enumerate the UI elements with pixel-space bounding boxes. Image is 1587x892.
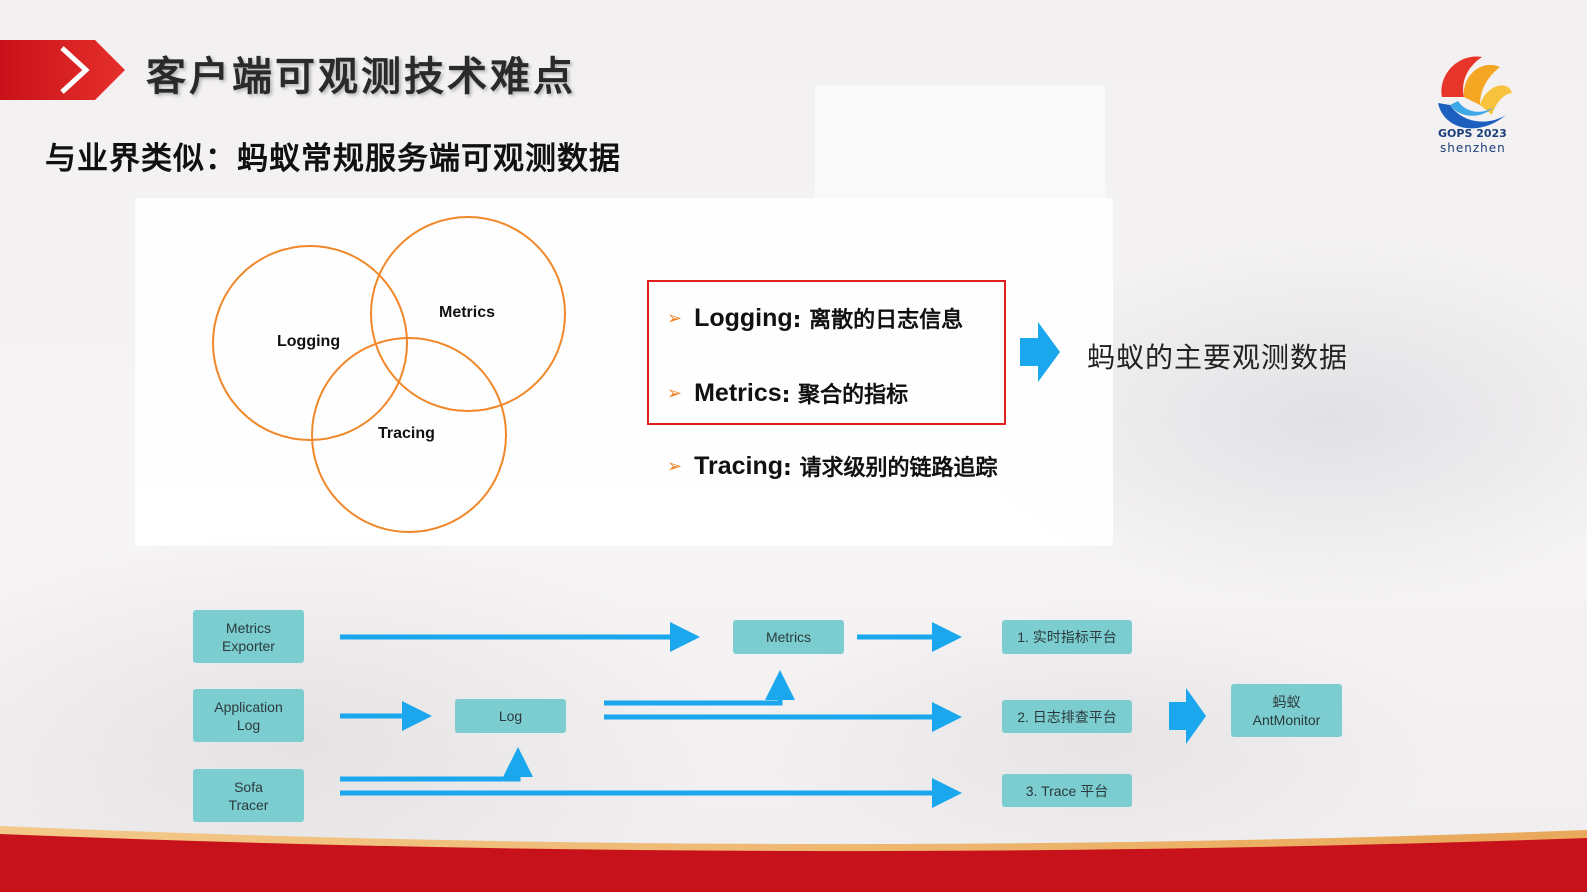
venn-label-tracing: Tracing [378, 425, 435, 442]
venn-label-logging: Logging [277, 333, 341, 350]
header-chevron-icon [0, 40, 125, 100]
bullet-desc: : 请求级别的链路追踪 [783, 456, 998, 481]
bullet-arrow-icon: ➢ [667, 307, 683, 329]
bullet-arrow-icon: ➢ [667, 382, 683, 404]
venn-circle-logging [212, 245, 408, 441]
bullet-metrics: ➢ Metrics : 聚合的指标 [667, 377, 908, 409]
venn-circle-tracing [311, 337, 507, 533]
box-platform-logs: 2. 日志排查平台 [1002, 700, 1132, 733]
box-platform-metrics: 1. 实时指标平台 [1002, 620, 1132, 654]
highlight-box [647, 280, 1006, 425]
logo-subtext: shenzhen [1440, 141, 1506, 155]
page-subtitle: 与业界类似：蚂蚁常规服务端可观测数据 [45, 141, 621, 177]
box-antmonitor: 蚂蚁 AntMonitor [1231, 684, 1342, 737]
venn-circles [212, 216, 566, 533]
bullet-logging: ➢ Logging : 离散的日志信息 [667, 302, 963, 334]
logo-text: GOPS 2023 [1438, 127, 1507, 140]
box-metrics: Metrics [733, 620, 844, 654]
bullet-term: Tracing [694, 451, 784, 480]
gops-logo-icon [1438, 56, 1512, 129]
box-application-log: Application Log [193, 689, 304, 742]
bullet-arrow-icon: ➢ [667, 455, 683, 477]
box-log: Log [455, 699, 566, 733]
background-screen [815, 85, 1105, 200]
footer-band [0, 826, 1587, 892]
box-platform-trace: 3. Trace 平台 [1002, 774, 1132, 807]
bullet-term: Metrics [694, 378, 782, 407]
venn-diagram: Logging Metrics Tracing [200, 210, 580, 540]
venn-circle-metrics [370, 216, 566, 412]
arrow-platforms-antmonitor [1169, 688, 1206, 744]
box-sofa-tracer: Sofa Tracer [193, 769, 304, 822]
box-metrics-exporter: Metrics Exporter [193, 610, 304, 663]
arrow-tracer-log [340, 747, 533, 782]
summary-text: 蚂蚁的主要观测数据 [1087, 341, 1349, 374]
bullet-term: Logging [694, 303, 793, 332]
content-panel [135, 198, 1113, 546]
arrow-log-metrics [604, 670, 795, 706]
bullet-desc: : 离散的日志信息 [792, 308, 964, 333]
venn-label-metrics: Metrics [439, 304, 496, 321]
right-arrow-icon [1020, 322, 1060, 382]
page-title: 客户端可观测技术难点 [146, 54, 576, 100]
bullet-desc: : 聚合的指标 [781, 383, 909, 408]
bullet-tracing: ➢ Tracing : 请求级别的链路追踪 [667, 450, 997, 482]
